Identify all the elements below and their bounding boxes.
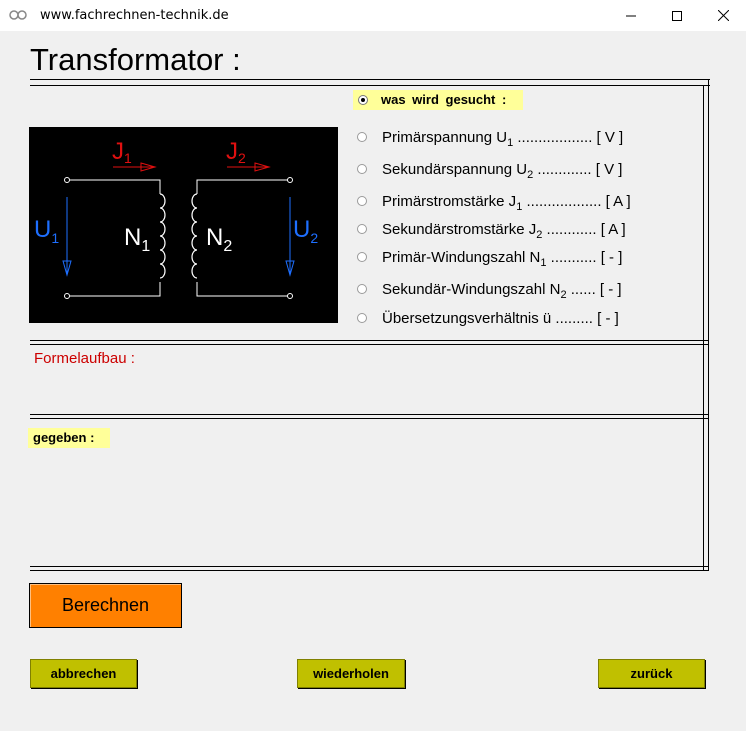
option-label: Primärspannung U1 .................. [ V… — [382, 129, 624, 149]
option-label: Primär-Windungszahl N1 ........... [ - ] — [382, 249, 623, 269]
divider — [708, 79, 709, 571]
radio-icon[interactable] — [357, 313, 367, 323]
option-label: Sekundärspannung U2 ............. [ V ] — [382, 161, 623, 181]
page-title: Transformator : — [30, 42, 241, 77]
formula-label: Formelaufbau : — [34, 350, 135, 367]
voltage-u2-label: U2 — [293, 216, 318, 246]
option-label: Primärstromstärke J1 .................. … — [382, 193, 631, 213]
divider — [30, 414, 709, 415]
back-button[interactable]: zurück — [598, 659, 705, 688]
maximize-button[interactable] — [654, 0, 700, 31]
search-label: was wird gesucht : — [381, 92, 507, 107]
close-button[interactable] — [700, 0, 746, 31]
radio-icon[interactable] — [357, 164, 367, 174]
search-option[interactable]: was wird gesucht : — [353, 90, 523, 110]
app-icon — [9, 10, 27, 20]
radio-icon[interactable] — [357, 252, 367, 262]
divider — [30, 85, 710, 86]
turns-n1-label: N1 — [124, 224, 150, 255]
option-label: Sekundärstromstärke J2 ............ [ A … — [382, 221, 626, 241]
turns-n2-label: N2 — [206, 224, 232, 255]
divider — [30, 340, 709, 341]
radio-icon[interactable] — [357, 224, 367, 234]
window-titlebar: www.fachrechnen-technik.de — [0, 0, 746, 31]
current-j2-label: J2 — [226, 138, 246, 166]
calculate-button[interactable]: Berechnen — [29, 583, 182, 628]
radio-selected-icon[interactable] — [358, 95, 368, 105]
close-icon — [717, 10, 729, 21]
voltage-u1-label: U1 — [34, 216, 59, 246]
divider — [703, 85, 704, 570]
divider — [30, 566, 709, 567]
maximize-icon — [672, 10, 682, 21]
divider — [30, 344, 709, 345]
radio-icon[interactable] — [357, 132, 367, 142]
transformer-diagram: J1 J2 U1 U2 N1 N2 — [29, 127, 338, 323]
divider — [30, 570, 709, 571]
cancel-button[interactable]: abbrechen — [30, 659, 137, 688]
transformer-schematic: J1 J2 U1 U2 N1 N2 — [34, 138, 318, 299]
minimize-button[interactable] — [608, 0, 654, 31]
radio-icon[interactable] — [357, 196, 367, 206]
current-j1-label: J1 — [112, 138, 132, 166]
option-label: Sekundär-Windungszahl N2 ...... [ - ] — [382, 281, 622, 301]
given-label: gegeben : — [33, 430, 95, 445]
divider — [30, 418, 709, 419]
divider — [30, 79, 710, 80]
window-title: www.fachrechnen-technik.de — [40, 8, 229, 23]
option-label: Übersetzungsverhältnis ü ......... [ - ] — [382, 310, 619, 327]
radio-icon[interactable] — [357, 284, 367, 294]
given-label-box: gegeben : — [28, 428, 110, 448]
minimize-icon — [626, 15, 636, 16]
repeat-button[interactable]: wiederholen — [297, 659, 405, 688]
